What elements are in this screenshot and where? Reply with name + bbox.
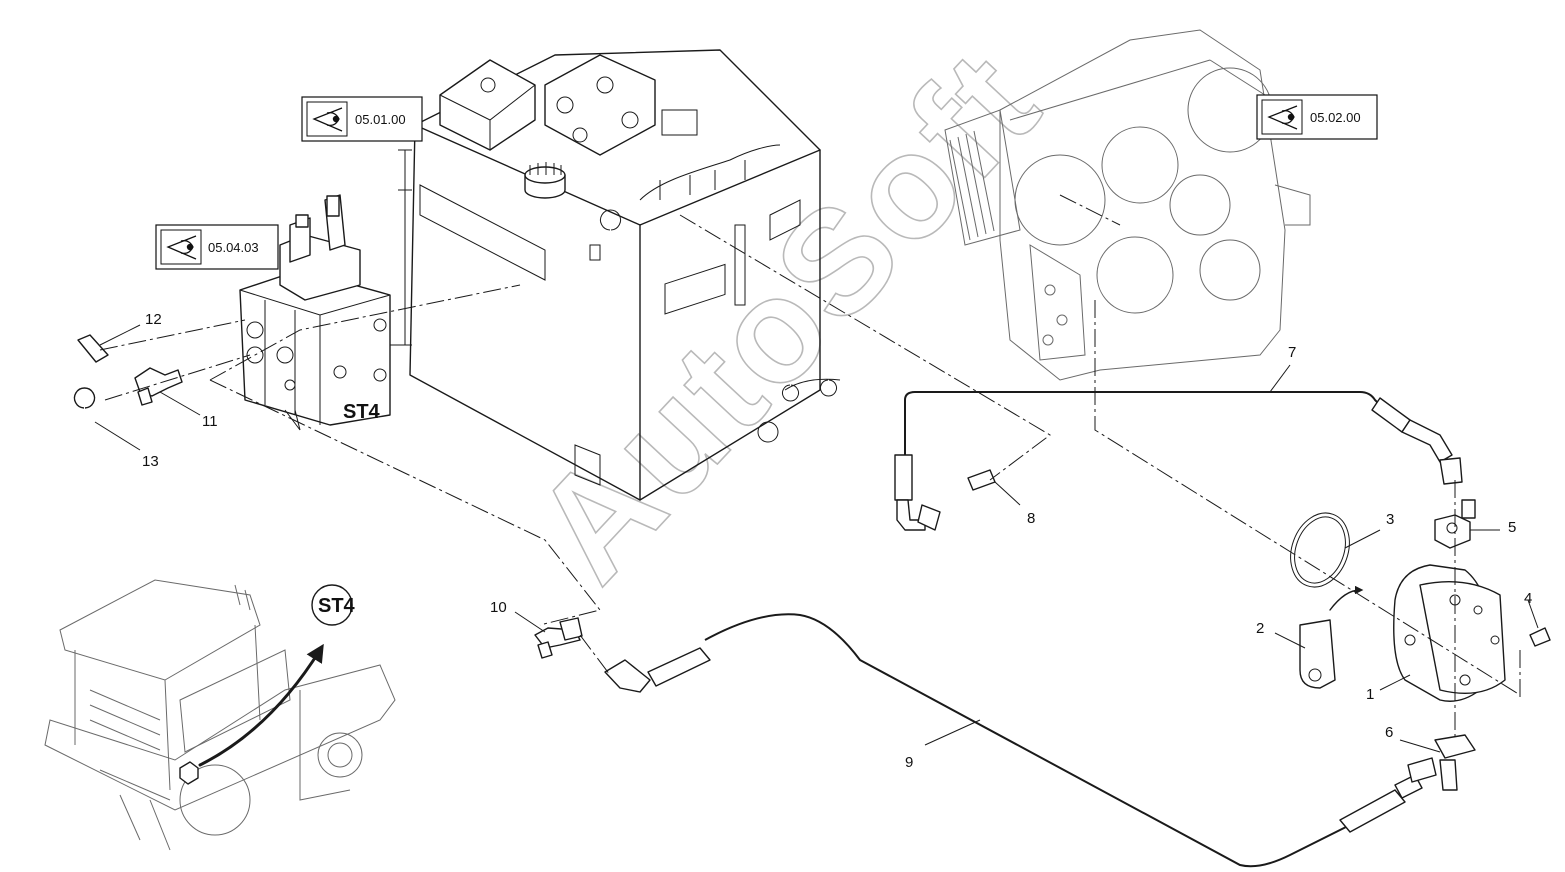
callout-9: 9: [905, 754, 913, 771]
hose-9: [604, 613, 1423, 868]
view-ref-05-04-03[interactable]: 05.04.03: [155, 224, 279, 270]
callout-7: 7: [1288, 344, 1296, 361]
callout-1: 1: [1366, 686, 1374, 703]
hose-7: [894, 391, 1463, 531]
callout-10: 10: [490, 599, 507, 616]
svg-text:05.02.00: 05.02.00: [1310, 110, 1361, 125]
svg-text:05.01.00: 05.01.00: [355, 112, 406, 127]
tee-fitting-10: [534, 617, 583, 659]
eye-view-icon: [312, 107, 343, 132]
eye-view-icon: [1267, 105, 1298, 130]
callout-2: 2: [1256, 620, 1264, 637]
paver-machine-thumbnail: [44, 579, 396, 851]
gear-pump: [1290, 499, 1551, 791]
pump-gearbox: [944, 29, 1311, 381]
callout-4: 4: [1524, 590, 1532, 607]
callout-12: 12: [145, 311, 162, 328]
svg-text:ST4: ST4: [318, 595, 356, 617]
callout-8: 8: [1027, 510, 1035, 527]
fittings-left: [73, 334, 183, 409]
eye-view-icon: [166, 235, 197, 260]
svg-text:05.04.03: 05.04.03: [208, 240, 259, 255]
hydraulic-tank: [398, 49, 841, 501]
callout-13: 13: [142, 453, 159, 470]
callout-11: 11: [202, 413, 218, 430]
leader-lines: [94, 324, 1539, 753]
view-ref-05-02-00[interactable]: 05.02.00: [1256, 94, 1378, 140]
valve-block: ST4: [239, 194, 391, 431]
svg-text:ST4: ST4: [343, 401, 381, 423]
alignment-lines: [99, 194, 1521, 740]
callout-numbers: 1 2 3 4 5 6 7 8 9 10 11 12 13: [142, 311, 1532, 771]
fitting-8: [967, 469, 996, 491]
station-badge: ST4: [311, 584, 356, 626]
callout-5: 5: [1508, 519, 1516, 536]
callout-6: 6: [1385, 724, 1393, 741]
view-ref-05-01-00[interactable]: 05.01.00: [301, 96, 423, 142]
callout-3: 3: [1386, 511, 1394, 528]
